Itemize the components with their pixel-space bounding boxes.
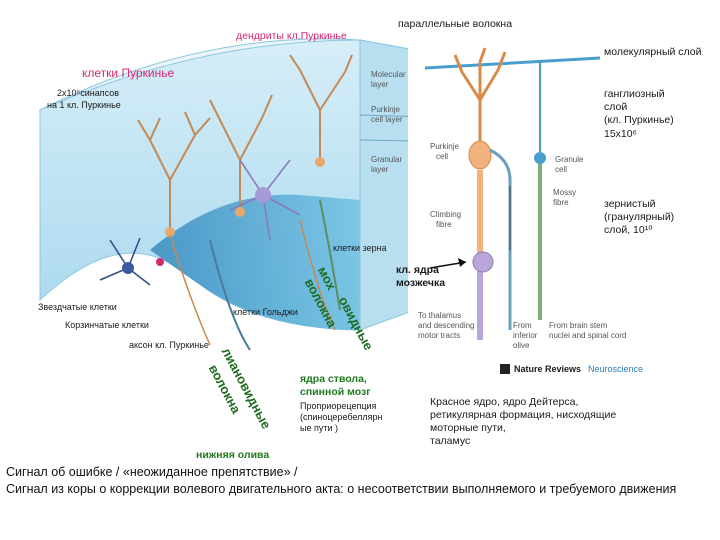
arrowhead-icon (458, 258, 466, 267)
label-brainstem-2: спинной мозг (300, 386, 371, 398)
purkinje-dendrites-block (137, 54, 353, 331)
label-stellate: Звездчатые клетки (38, 302, 117, 312)
purkinje-axon-fiber (169, 234, 211, 346)
mossy-fiber (319, 199, 341, 311)
label-red-nucleus-1: Красное ядро, ядро Дейтерса, (430, 396, 579, 408)
label-basket: Корзинчатые клетки (65, 320, 149, 330)
scheme-brainstem-label-2: nuclei and spinal cord (549, 331, 627, 340)
purkinje-soma-1 (165, 227, 175, 237)
label-red-nucleus-4: таламус (430, 435, 471, 447)
basket-cell-dendrites (99, 237, 151, 286)
scheme-olive-label-2: inferior (513, 331, 538, 340)
label-red-nucleus-2: ретикулярная формация, нисходящие (430, 409, 617, 421)
nature-reviews-label: Nature Reviews (514, 364, 582, 374)
scheme-granule-label-1: Granule (555, 155, 584, 164)
golgi-cell (255, 187, 271, 203)
scheme-olive-label-1: From (513, 321, 532, 330)
golgi-cell-dendrites (229, 159, 301, 241)
inset-granular-1: Granular (371, 155, 403, 164)
label-red-nucleus-3: моторные пути, (430, 422, 506, 434)
inset-molecular-1: Molecular (371, 70, 406, 79)
scheme-climbing-fiber (489, 148, 512, 330)
label-granular-1: зернистый (604, 198, 656, 210)
label-nuclei-2: мозжечка (396, 277, 446, 289)
scheme-thalamus-label-3: motor tracts (418, 331, 461, 340)
label-ganglion-2: слой (604, 101, 628, 113)
scheme-panel (408, 30, 648, 360)
caption-line-1: Сигнал об ошибке / «неожиданное препятст… (6, 465, 298, 479)
caption-line-2: Сигнал из коры о коррекции волевого двиг… (6, 482, 677, 496)
inset-purkinje-2: cell layer (371, 115, 403, 124)
scheme-granule-label-2: cell (555, 165, 568, 174)
scheme-thalamus-label-2: and descending (418, 321, 475, 330)
scheme-climbing-label-1: Climbing (430, 210, 462, 219)
label-granular-3: слой, 10¹⁰ (604, 224, 653, 236)
climbing-fiber (209, 239, 251, 351)
label-golgi: клетки Гольджи (233, 307, 298, 317)
inset-granular-2: layer (371, 165, 389, 174)
label-per-purkinje: на 1 кл. Пуркинье (47, 100, 121, 110)
neuroscience-label: Neuroscience (588, 364, 644, 374)
inset-molecular-2: layer (371, 80, 389, 89)
label-synapses: 2х10⁵синапсов (57, 88, 120, 98)
scheme-mossy-label-2: fibre (553, 198, 569, 207)
scheme-olive-label-3: olive (513, 341, 530, 350)
label-granular-2: (гранулярный) (604, 211, 675, 223)
label-inferior-olive: нижняя олива (196, 449, 270, 461)
label-ganglion-3: (кл. Пуркинье) (604, 114, 674, 126)
label-proprio-3: ые пути ) (300, 423, 338, 433)
label-ganglion-1: ганглиозный (604, 88, 665, 100)
caption: Сигнал об ошибке / «неожиданное препятст… (6, 464, 711, 498)
nature-logo-icon (500, 364, 510, 374)
label-brainstem-1: ядра ствола, (300, 373, 367, 385)
scheme-mossy-label-1: Mossy (553, 188, 577, 197)
label-ganglion-4: 15х10⁶ (604, 128, 637, 140)
label-purkinje-axon: аксон кл. Пуркинье (129, 340, 209, 350)
label-molecular-layer: молекулярный слой (604, 46, 702, 58)
scheme-climbing-label-2: fibre (436, 220, 452, 229)
scheme-nuclei-cell (472, 251, 494, 273)
label-dendrites: дендриты кл.Пуркинье (236, 30, 347, 42)
scheme-parallel-fiber (424, 56, 601, 70)
stellate-cell (156, 258, 164, 266)
scheme-purkinje-tree (453, 47, 507, 150)
purkinje-soma-3 (315, 157, 325, 167)
scheme-purkinje-label-1: Purkinje (430, 142, 459, 151)
label-proprio-2: (спиноцеребеллярн (300, 412, 383, 422)
label-nuclei-1: кл. ядра (396, 264, 439, 276)
scheme-brainstem-label-1: From brain stem (549, 321, 608, 330)
purkinje-soma-2 (235, 207, 245, 217)
label-purkinje-cells: клетки Пуркинье (82, 66, 175, 80)
basket-cell (122, 262, 134, 274)
scheme-purkinje-soma (468, 140, 492, 170)
inset-purkinje-1: Purkinje (371, 105, 400, 114)
scheme-thalamus-label-1: To thalamus (418, 311, 462, 320)
label-proprio-1: Проприорецепция (300, 401, 377, 411)
label-granule-cells: клетки зерна (333, 243, 387, 253)
scheme-purkinje-label-2: cell (436, 152, 449, 161)
label-parallel-fibers: параллельные волокна (398, 18, 513, 30)
scheme-granule-cell (534, 152, 546, 164)
granular-layer-band (150, 194, 360, 330)
